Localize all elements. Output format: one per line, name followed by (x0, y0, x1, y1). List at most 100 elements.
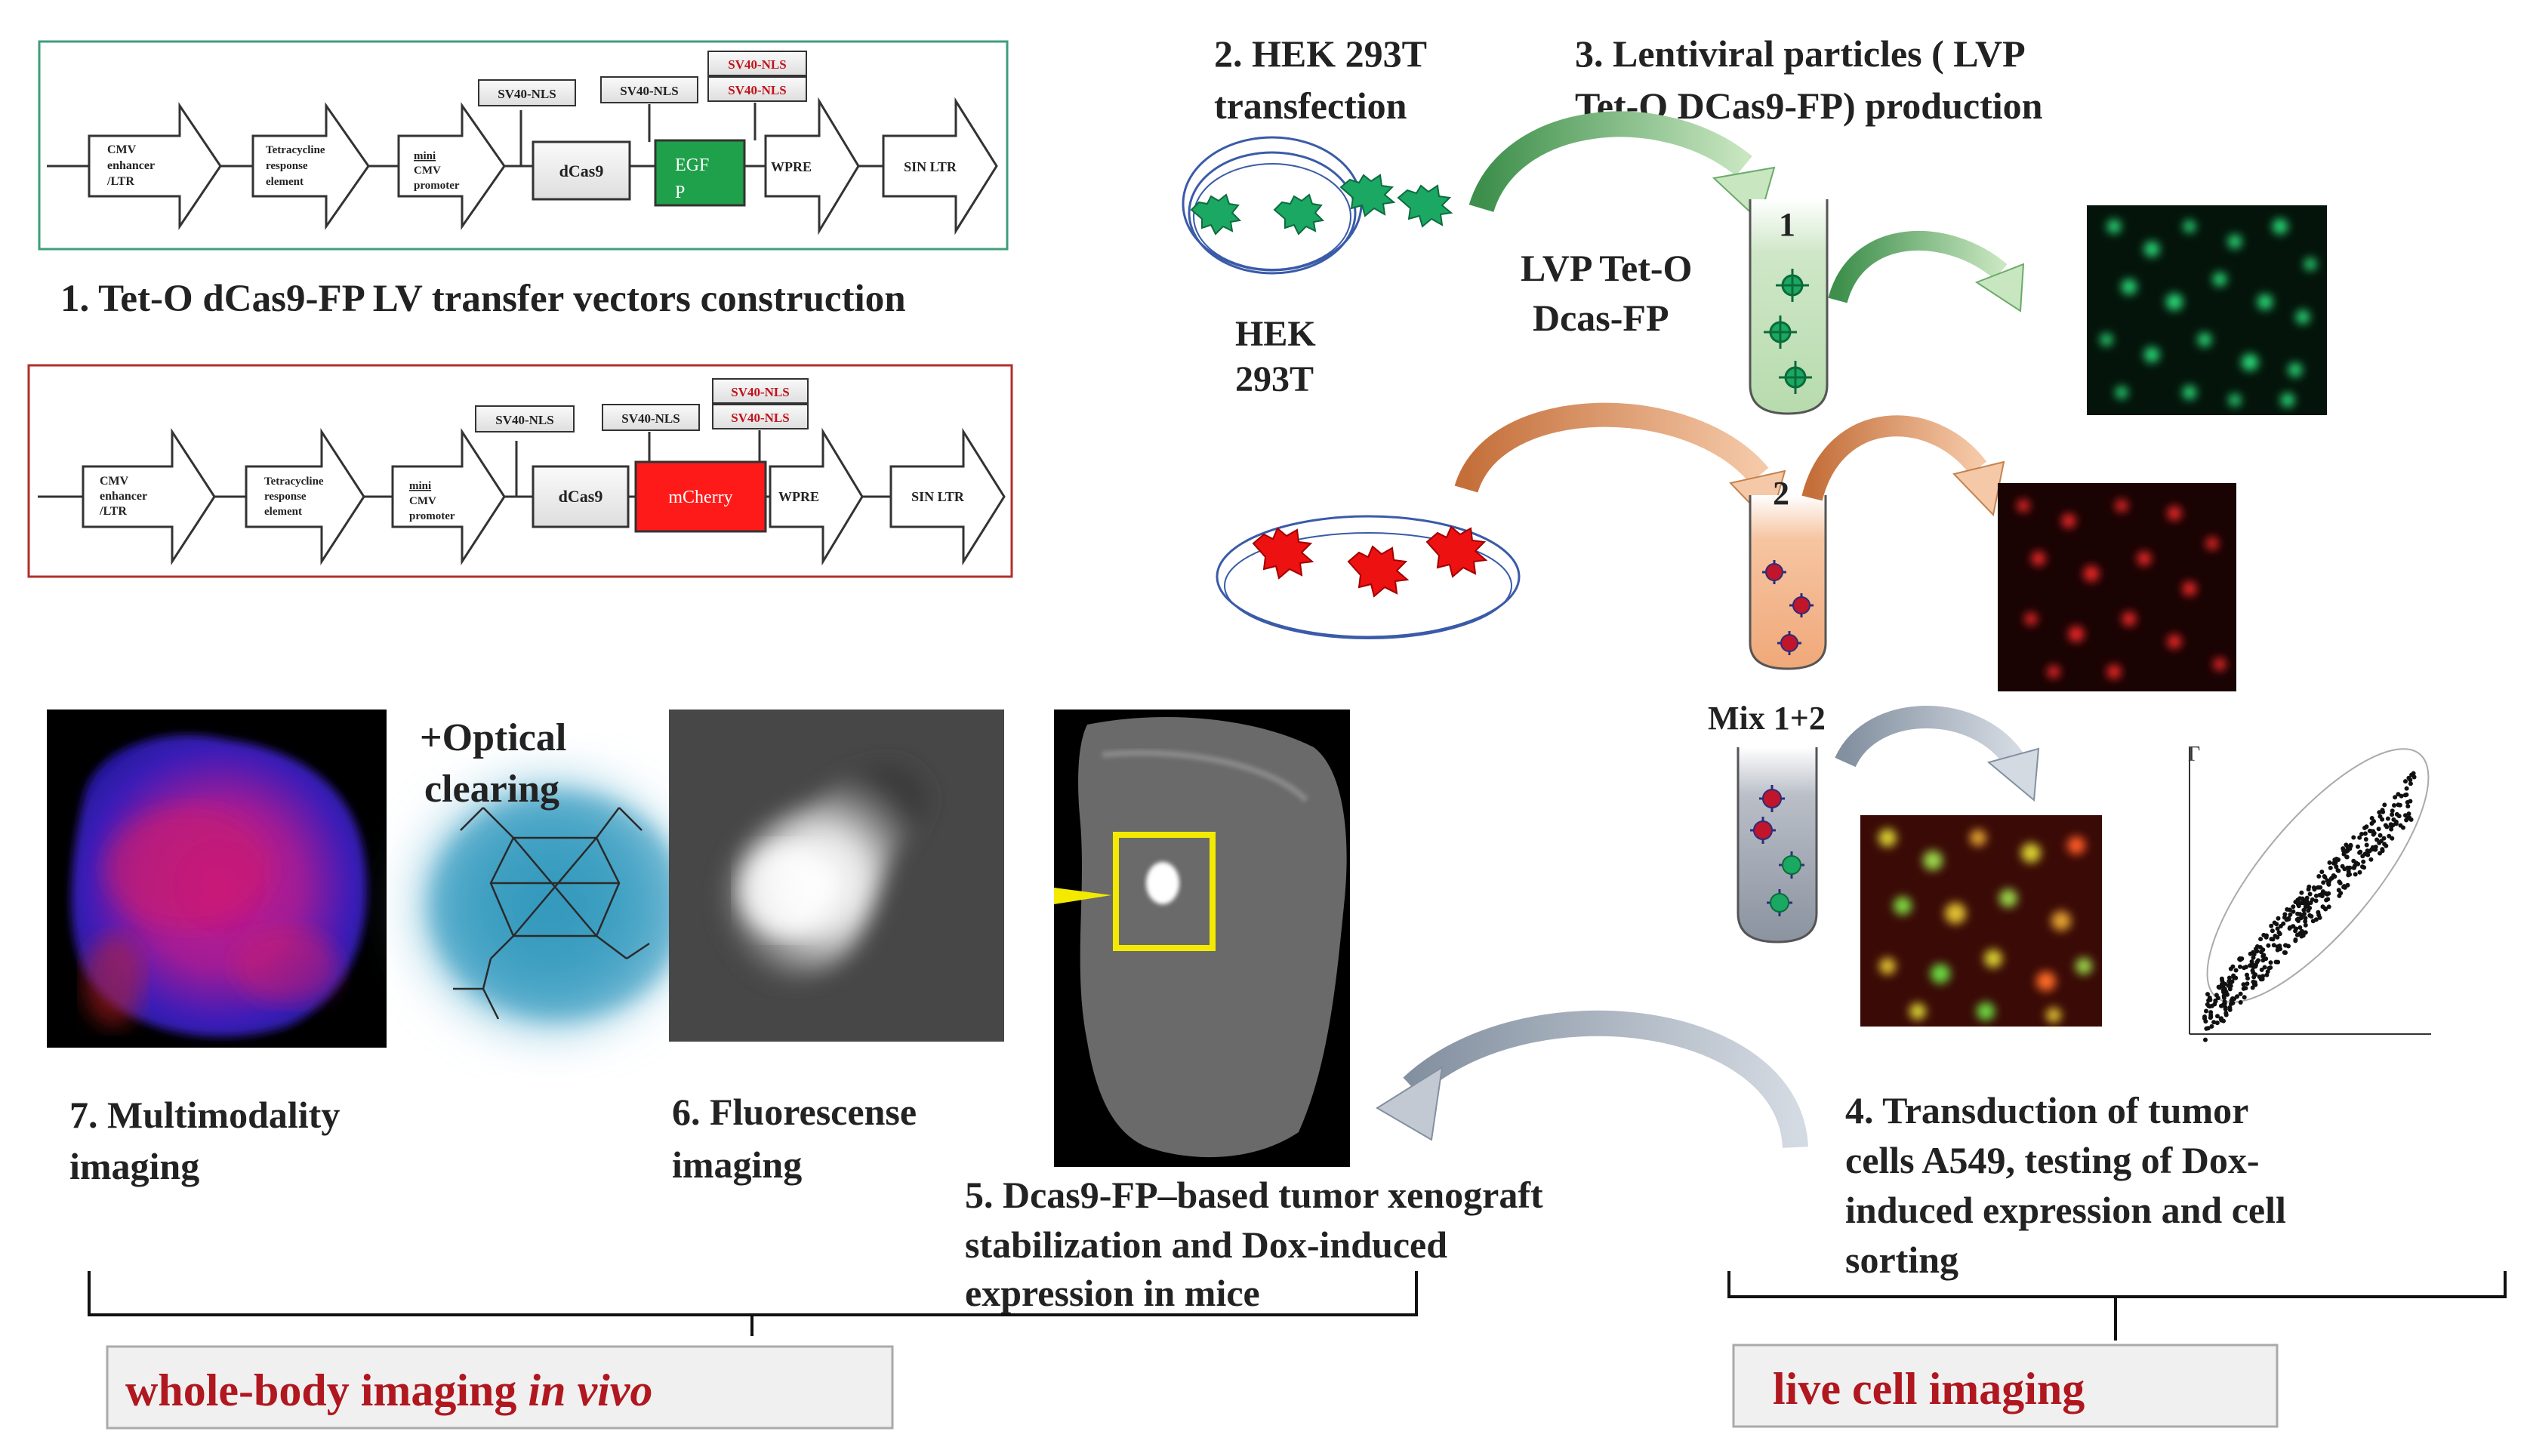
tube1-number: 1 (1779, 206, 1795, 243)
cmv2-label-2: enhancer (100, 490, 147, 503)
minicmv2-label-3: promoter (409, 510, 455, 522)
mix-label: Mix 1+2 (1708, 700, 1826, 737)
nls2-box-4: SV40-NLS (731, 411, 789, 425)
minicmv2-label-2: CMV (409, 495, 436, 507)
step4-caption-3: induced expression and cell (1845, 1189, 2286, 1231)
arrow-head-red-image (1952, 460, 2005, 517)
step5-caption-3: expression in mice (965, 1272, 1260, 1314)
tube-2: 2 (1749, 475, 1827, 670)
bracket-right (1727, 1271, 2507, 1341)
step1-caption: 1. Tet-O dCas9-FP LV transfer vectors co… (60, 278, 906, 320)
red-cell-1 (1252, 527, 1314, 580)
arrow-tube2-to-image (1801, 415, 1987, 501)
multimodality-image (47, 710, 387, 1048)
tube2-number: 2 (1773, 475, 1789, 512)
hek-cells-green (1190, 193, 1242, 235)
tumor-pointer-icon (1054, 888, 1111, 904)
merged-micrograph (1860, 815, 2102, 1027)
cmv-label-2: enhancer (107, 159, 155, 172)
tre-label-3: element (266, 176, 304, 188)
construct-egfp: CMV enhancer /LTR Tetracycline response … (38, 40, 1009, 251)
fluorescence-image (669, 710, 1004, 1042)
tre2-label-3: element (264, 506, 302, 518)
green-micrograph (2087, 205, 2327, 415)
arrow-back-to-mice (1403, 1010, 1808, 1149)
optical-clearing (399, 762, 701, 1049)
dcas9-box: dCas9 (559, 162, 604, 180)
gadolinium-chelate-icon (453, 807, 650, 1020)
wpre-label: WPRE (771, 159, 812, 174)
scatter-plot: Γ (2161, 723, 2436, 1042)
tre-label-1: Tetracycline (266, 144, 325, 156)
step4-caption-2: cells A549, testing of Dox- (1845, 1139, 2260, 1181)
live-cell-label: live cell imaging (1773, 1364, 2085, 1414)
arrow-head-mice (1376, 1066, 1444, 1141)
step3-caption-1: 3. Lentiviral particles ( LVP (1575, 32, 2026, 75)
minicmv-label-3: promoter (414, 180, 460, 192)
scatter-corner-mark: Γ (2188, 743, 2200, 766)
step7-caption-2: imaging (69, 1145, 199, 1187)
egfp-box-line2: P (675, 183, 685, 202)
sinltr-label: SIN LTR (904, 159, 957, 174)
step2-caption-2: transfection (1214, 85, 1407, 127)
tre2-label-1: Tetracycline (264, 476, 324, 488)
tube-1: 1 (1749, 199, 1829, 415)
hek-label-1: HEK (1235, 314, 1316, 354)
cmv-label-1: CMV (107, 143, 137, 156)
step4-caption-4: sorting (1845, 1239, 1958, 1281)
sinltr2-label: SIN LTR (911, 489, 965, 504)
construct-mcherry: CMV enhancer /LTR Tetracycline response … (27, 364, 1013, 578)
red-cell-2 (1347, 545, 1410, 598)
nls-box-2: SV40-NLS (620, 84, 678, 98)
arrow-tube1-to-image (1828, 230, 2008, 303)
tre2-label-2: response (264, 491, 307, 503)
bracket-left (88, 1271, 1418, 1336)
live-cell-box: live cell imaging (1732, 1344, 2279, 1428)
step4-caption-1: 4. Transduction of tumor (1845, 1089, 2248, 1131)
arrow-mix-to-merge (1835, 706, 2026, 769)
optical-label-2: clearing (424, 768, 559, 811)
step2-caption-1: 2. HEK 293T (1214, 32, 1427, 75)
mcherry-box: mCherry (668, 488, 732, 507)
optical-label-1: +Optical (420, 716, 566, 759)
green-cell-3 (1397, 184, 1453, 228)
minicmv2-label-1: mini (409, 480, 431, 492)
tube-mix (1737, 747, 1818, 943)
tre-label-2: response (266, 160, 308, 172)
hek-label-2: 293T (1235, 359, 1314, 399)
step5-caption-1: 5. Dcas9-FP–based tumor xenograft (965, 1174, 1543, 1216)
arrow-head-merge (1986, 747, 2040, 802)
egfp-box-line1: EGF (675, 155, 709, 175)
dcas9-box-2: dCas9 (559, 487, 603, 506)
red-cell-3 (1425, 525, 1488, 578)
hek-dish-red (1216, 515, 1521, 639)
tumor-highlight-box (1113, 832, 1216, 951)
cmv-label-3: /LTR (106, 175, 134, 188)
minicmv-label-2: CMV (414, 165, 441, 177)
step5-caption-2: stabilization and Dox-induced (965, 1224, 1447, 1266)
lvp-label-1: LVP Tet-O (1521, 247, 1692, 289)
nls-box-3: SV40-NLS (728, 57, 786, 72)
nls2-box-1: SV40-NLS (495, 413, 553, 427)
wpre2-label: WPRE (778, 489, 819, 504)
arrow-dish-to-tube1 (1468, 111, 1752, 213)
green-cell-1 (1273, 193, 1325, 235)
green-cell-2 (1339, 174, 1396, 217)
arrow-head-green-image (1974, 263, 2025, 312)
arrow-dish-to-tube2 (1454, 402, 1769, 494)
nls2-box-3: SV40-NLS (731, 385, 789, 399)
whole-body-label: whole-body imaging in vivo (125, 1365, 652, 1415)
cmv2-label-1: CMV (100, 475, 129, 488)
red-micrograph (1998, 483, 2236, 691)
nls-box-4: SV40-NLS (728, 83, 786, 97)
step6-caption-2: imaging (672, 1144, 802, 1186)
nls2-box-2: SV40-NLS (621, 411, 680, 426)
nls-box-1: SV40-NLS (498, 87, 556, 101)
step6-caption-1: 6. Fluorescense (672, 1091, 917, 1133)
minicmv-label-1: mini (414, 150, 436, 162)
lvp-label-2: Dcas-FP (1533, 297, 1669, 339)
mouse-image (1054, 710, 1350, 1167)
step7-caption-1: 7. Multimodality (69, 1094, 340, 1136)
cmv2-label-3: /LTR (99, 505, 127, 518)
